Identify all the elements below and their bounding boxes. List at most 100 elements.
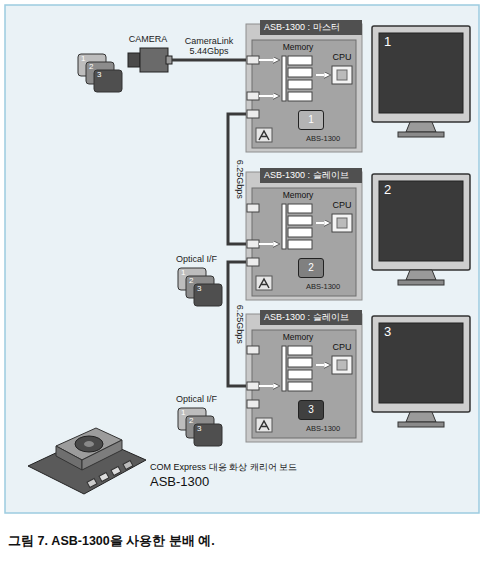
monitor-number: 3 xyxy=(384,325,391,340)
link-speed: 6.25Gbps xyxy=(234,160,244,199)
memory-cell xyxy=(288,204,312,213)
monitor-screen xyxy=(379,33,463,113)
frame-number: 2 xyxy=(189,276,193,285)
monitor-number: 1 xyxy=(384,35,391,50)
cpu-box xyxy=(332,66,352,84)
board: ASB-1300 : 슬레이브ABS-1300MemoryCPU2 xyxy=(246,172,362,300)
photo-fan-hub xyxy=(84,441,94,447)
cpu-chip: CPU xyxy=(330,200,354,234)
port xyxy=(247,110,259,118)
monitor-graphic xyxy=(372,26,470,137)
frame-number: 2 xyxy=(299,262,323,274)
frame-image: 1 xyxy=(298,110,324,130)
memory-cell xyxy=(288,370,312,379)
memory-bar xyxy=(282,204,286,249)
memory-cell xyxy=(288,56,312,65)
cpu-box xyxy=(332,356,352,374)
board-graphic xyxy=(246,24,362,152)
logo-mark xyxy=(259,279,269,288)
camera: CAMERA xyxy=(124,34,172,74)
photo-caption: COM Express 대응 화상 캐리어 보드 xyxy=(150,462,297,472)
logo-mark xyxy=(259,421,269,430)
monitor-base xyxy=(398,132,444,137)
board-title: ASB-1300 : 슬레이브 xyxy=(260,310,362,325)
memory-cell xyxy=(288,216,312,225)
memory-block: Memory xyxy=(280,191,316,251)
link-speed: CameraLink 5.44Gbps xyxy=(180,36,238,57)
port xyxy=(247,382,259,390)
data-arrow xyxy=(316,222,330,224)
data-arrow xyxy=(316,364,330,366)
memory-cell xyxy=(288,80,312,89)
monitor-number: 2 xyxy=(384,183,391,198)
board-graphic xyxy=(246,314,362,442)
board-marking: ABS-1300 xyxy=(306,283,340,292)
monitor-bezel xyxy=(372,26,470,122)
memory-cell xyxy=(288,228,312,237)
memory-cell xyxy=(288,92,312,101)
product-name: ASB-1300 xyxy=(150,475,209,490)
frame-number: 1 xyxy=(299,114,323,126)
signal-arrow xyxy=(259,385,279,387)
cpu-die xyxy=(337,70,347,80)
memory-bar xyxy=(282,56,286,101)
memory-block: Memory xyxy=(280,333,316,393)
frame-image: 2 xyxy=(298,258,324,278)
pcb xyxy=(252,40,356,148)
port xyxy=(247,400,259,408)
memory-label: Memory xyxy=(280,191,316,201)
cpu-die xyxy=(337,360,347,370)
memory-label: Memory xyxy=(280,333,316,343)
signal-arrow xyxy=(259,243,279,245)
camera-body xyxy=(140,48,168,72)
data-arrow xyxy=(316,74,330,76)
monitor-graphic xyxy=(372,316,470,427)
cpu-chip: CPU xyxy=(330,52,354,86)
board-title: ASB-1300 : 마스터 xyxy=(260,20,362,35)
interface-label: Optical I/F xyxy=(176,394,217,404)
photo-fan xyxy=(75,436,103,452)
cable-link xyxy=(228,262,246,386)
monitor-graphic xyxy=(372,174,470,285)
monitor-screen xyxy=(379,181,463,261)
memory-cell xyxy=(288,68,312,77)
memory-cell xyxy=(288,382,312,391)
monitor: 1 xyxy=(372,26,470,137)
board-panel xyxy=(246,24,362,152)
logo-mark xyxy=(259,131,269,140)
board-graphic xyxy=(246,172,362,300)
signal-arrow xyxy=(259,95,279,97)
port xyxy=(247,204,259,212)
board-panel xyxy=(246,314,362,442)
port xyxy=(247,258,259,266)
camera-lens xyxy=(128,53,140,67)
frame-image: 3 xyxy=(298,400,324,420)
port xyxy=(247,56,259,64)
pcb xyxy=(252,330,356,438)
monitor-bezel xyxy=(372,316,470,412)
port xyxy=(247,346,259,354)
memory-cell xyxy=(288,346,312,355)
board-panel xyxy=(246,172,362,300)
monitor-base xyxy=(398,280,444,285)
monitor-stand xyxy=(406,122,436,132)
photo-connector xyxy=(111,466,121,475)
monitor-screen xyxy=(379,323,463,403)
frame-number: 3 xyxy=(197,284,201,293)
cpu-label: CPU xyxy=(330,342,354,352)
logo xyxy=(256,418,272,432)
image-frame xyxy=(94,70,122,92)
pcb xyxy=(252,188,356,296)
monitor-stand xyxy=(406,412,436,422)
camera-connector xyxy=(166,56,172,64)
frame-number: 1 xyxy=(181,268,185,277)
photo-connector xyxy=(123,460,133,469)
photo-connector xyxy=(99,472,109,481)
monitor: 3 xyxy=(372,316,470,427)
link-speed: 6.25Gbps xyxy=(234,305,244,344)
cpu-die xyxy=(337,218,347,228)
monitor: 2 xyxy=(372,174,470,285)
board: ASB-1300 : 마스터ABS-1300MemoryCPU1 xyxy=(246,24,362,152)
frame-number: 1 xyxy=(81,54,85,63)
cpu-label: CPU xyxy=(330,200,354,210)
